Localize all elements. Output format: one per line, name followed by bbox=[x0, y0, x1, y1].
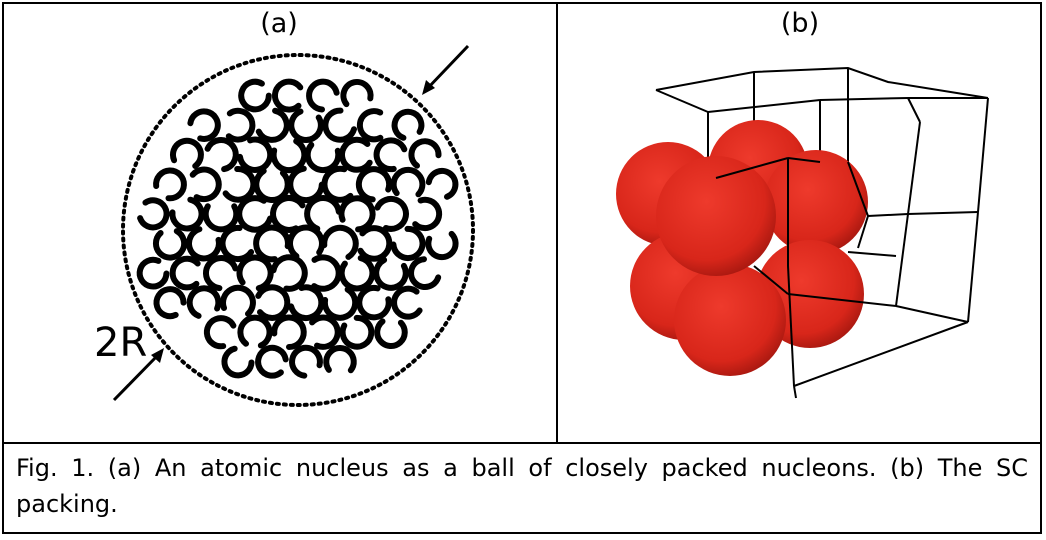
nucleon-outline bbox=[321, 224, 359, 260]
nucleon-outline bbox=[270, 138, 308, 174]
nucleon-outline bbox=[236, 195, 274, 233]
nucleon-outline bbox=[408, 256, 442, 290]
nucleon-outline bbox=[253, 224, 291, 263]
nucleon-outline bbox=[153, 167, 187, 202]
nucleon-outline bbox=[272, 78, 304, 113]
nucleon-outline bbox=[288, 108, 324, 143]
panel-b: (b) bbox=[558, 2, 1042, 442]
arrowhead-top-right bbox=[422, 80, 435, 95]
nucleus-drawing: 2R bbox=[94, 44, 475, 407]
nucleon-outline bbox=[373, 257, 409, 291]
nucleon-outline bbox=[169, 137, 204, 169]
nucleon-outline bbox=[221, 345, 255, 379]
nucleon-outline bbox=[255, 107, 290, 143]
nucleon-spheres bbox=[616, 120, 868, 376]
nucleon-outline bbox=[222, 166, 257, 203]
nucleon-outline bbox=[338, 255, 376, 292]
nucleon-outline bbox=[203, 315, 237, 350]
sphere-front-bottom bbox=[674, 264, 786, 376]
nucleon-outline bbox=[355, 166, 393, 203]
panel-a: (a) 2R bbox=[2, 2, 558, 442]
figure-caption: Fig. 1. (a) An atomic nucleus as a ball … bbox=[16, 454, 1028, 518]
nucleon-outline bbox=[357, 225, 393, 262]
caption-box: Fig. 1. (a) An atomic nucleus as a ball … bbox=[2, 442, 1042, 534]
panel-a-label: (a) bbox=[260, 8, 298, 39]
nucleon-outline bbox=[425, 167, 459, 200]
nucleon-outline bbox=[169, 255, 201, 291]
nucleon-outline bbox=[189, 166, 222, 203]
nucleon-outline bbox=[237, 314, 273, 349]
nucleon-outline bbox=[169, 196, 205, 232]
arrowhead-bottom-left bbox=[151, 348, 164, 363]
nucleon-outline bbox=[374, 318, 408, 349]
nucleon-outline bbox=[321, 286, 359, 321]
nucleon-outline bbox=[338, 195, 376, 233]
nucleus-boundary bbox=[121, 53, 475, 407]
nucleon-outline bbox=[219, 224, 255, 263]
nucleon-outline bbox=[323, 345, 357, 374]
nucleon-outline bbox=[253, 168, 291, 203]
figure-frame bbox=[2, 2, 1042, 534]
panel-b-label: (b) bbox=[780, 8, 820, 39]
nucleon-outline bbox=[287, 165, 325, 204]
nucleon-outline bbox=[255, 284, 291, 321]
nucleon-outline bbox=[373, 137, 408, 173]
sphere-front-top bbox=[656, 156, 776, 276]
nucleon-outline bbox=[287, 224, 325, 260]
nucleon-outline bbox=[136, 256, 170, 290]
nucleon-outline bbox=[288, 284, 325, 321]
sphere-right-top bbox=[764, 150, 868, 254]
nucleon-outline bbox=[137, 197, 170, 231]
arrow-bottom-left bbox=[112, 352, 161, 402]
nucleon-outline bbox=[311, 254, 342, 292]
nucleon-outline bbox=[390, 225, 426, 262]
nucleon-outline bbox=[225, 107, 256, 143]
nucleon-outline bbox=[356, 108, 384, 143]
arrow-top-right bbox=[424, 44, 470, 92]
nucleon-outline bbox=[304, 194, 342, 232]
nucleon-outline bbox=[408, 138, 442, 169]
nucleon-outline bbox=[374, 195, 409, 232]
nucleon-outline bbox=[202, 255, 239, 292]
nucleon-cluster bbox=[136, 78, 459, 379]
nucleon-outline bbox=[152, 228, 188, 261]
nucleon-outline bbox=[271, 314, 307, 350]
nucleon-outline bbox=[391, 108, 425, 141]
nucleon-outline bbox=[186, 226, 222, 262]
nucleon-outline bbox=[153, 286, 187, 320]
nucleon-outline bbox=[237, 136, 274, 173]
lattice-front bbox=[715, 157, 969, 399]
nucleon-outline bbox=[356, 284, 392, 321]
nucleon-outline bbox=[306, 78, 340, 113]
nucleon-outline bbox=[339, 314, 375, 350]
nucleon-outline bbox=[255, 344, 289, 379]
nucleon-outline bbox=[309, 314, 341, 350]
nucleon-outline bbox=[322, 107, 357, 143]
dimension-label: 2R bbox=[94, 320, 147, 366]
nucleon-outline bbox=[236, 254, 274, 292]
nucleon-outline bbox=[339, 136, 373, 173]
nucleon-outline bbox=[270, 254, 308, 292]
nucleon-outline bbox=[204, 137, 239, 173]
nucleon-outline bbox=[220, 284, 256, 317]
sc-packing-drawing bbox=[616, 66, 989, 399]
nucleon-outline bbox=[390, 166, 426, 198]
nucleon-outline bbox=[187, 108, 221, 142]
nucleon-outline bbox=[202, 203, 240, 233]
nucleon-outline bbox=[289, 344, 323, 379]
nucleon-outline bbox=[391, 285, 423, 320]
nucleon-outline bbox=[425, 230, 459, 261]
nucleon-outline bbox=[270, 194, 306, 233]
nucleon-outline bbox=[321, 165, 354, 203]
nucleon-outline bbox=[304, 141, 342, 174]
nucleon-outline bbox=[186, 285, 222, 319]
nucleon-outline bbox=[238, 78, 272, 113]
nucleon-outline bbox=[412, 196, 443, 232]
nucleon-outline bbox=[340, 78, 374, 108]
